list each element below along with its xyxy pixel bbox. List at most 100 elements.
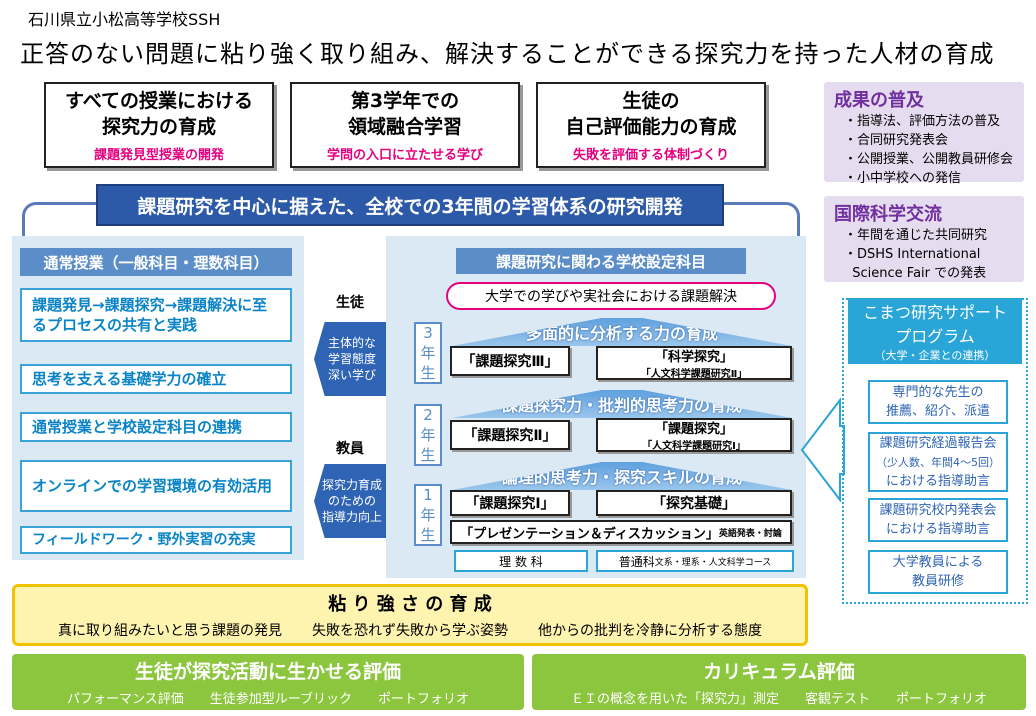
side-box-1-item-4: ・小中学校への発信 — [844, 171, 962, 186]
grade-3-label: 3 年 生 — [414, 322, 442, 384]
student-chevron-line2: 学習態度 — [327, 352, 376, 366]
side-box-1-title: 成果の普及 — [834, 90, 924, 111]
goal-1-sub: 課題発見型授業の開発 — [93, 147, 224, 163]
student-eval-items: パフォーマンス評価 生徒参加型ルーブリック ポートフォリオ — [67, 692, 469, 707]
teacher-chevron-line3: 指導力向上 — [321, 510, 382, 524]
side-box-2-item-2: ・DSHS International — [844, 247, 981, 262]
student-chevron-line3: 深い学び — [327, 368, 376, 382]
grade-3-right-sub: 「人文科学課題研究Ⅱ」 — [640, 369, 748, 380]
course-science: 理 数 科 — [454, 550, 588, 572]
side-box-1-item-2: ・合同研究発表会 — [844, 133, 949, 148]
left-item-1: 課題発見→課題探究→課題解決に至るプロセスの共有と実践 — [20, 288, 292, 342]
support-title-2: プログラム — [895, 327, 975, 346]
support-item-1: 専門的な先生の 推薦、紹介、派遣 — [868, 380, 1008, 424]
center-banner: 課題研究を中心に据えた、全校での3年間の学習体系の研究開発 — [96, 184, 724, 226]
goal-3-line1: 生徒の — [622, 89, 680, 112]
grade-2-right-main: 「課題探究」 — [654, 422, 733, 437]
left-item-5: フィールドワーク・野外実習の充実 — [20, 526, 292, 554]
grade-2-left-box: 「課題探究Ⅱ」 — [450, 420, 570, 450]
support-item-2-line3: における指導助言 — [885, 473, 990, 489]
grade-2-sei: 生 — [420, 446, 436, 464]
left-arrow-icon — [800, 398, 845, 502]
support-item-1-line2: 推薦、紹介、派遣 — [885, 404, 990, 419]
grade-2-right-box: 「課題探究」 「人文科学課題研究Ⅰ」 — [596, 418, 792, 452]
curriculum-eval-items: ＥＩの概念を用いた「探究力」測定 客観テスト ポートフォリオ — [570, 692, 987, 707]
curriculum-eval-title: カリキュラム評価 — [703, 661, 855, 683]
student-chevron: 主体的な 学習態度 深い学び — [314, 322, 390, 396]
perseverance-box: 粘 り 強 さ の 育 成 真に取り組みたいと思う課題の発見 失敗を恐れず失敗か… — [12, 584, 808, 646]
support-item-4: 大学教員による 教員研修 — [868, 550, 1008, 594]
grade-3-left-box: 「課題探究Ⅲ」 — [450, 346, 570, 376]
grade-3-right-main: 「科学探究」 — [654, 350, 733, 365]
side-box-1-item-3: ・公開授業、公開教員研修会 — [844, 152, 1014, 167]
goal-oval: 大学での学びや実社会における課題解決 — [446, 282, 776, 310]
support-item-1-line1: 専門的な先生の — [892, 385, 984, 400]
side-box-2-item-1: ・年間を通じた共同研究 — [844, 228, 988, 243]
grade-1-left-box: 「課題探究Ⅰ」 — [450, 490, 570, 516]
side-box-dissemination: 成果の普及 ・指導法、評価方法の普及 ・合同研究発表会 ・公開授業、公開教員研修… — [824, 82, 1024, 186]
support-item-3-line2: における指導助言 — [885, 522, 990, 537]
side-box-2-title: 国際科学交流 — [834, 204, 942, 225]
teacher-chevron: 探究力育成 のための 指導力向上 — [314, 464, 390, 538]
support-subtitle: （大学・企業との連携） — [874, 349, 996, 362]
grade-1-sei: 生 — [420, 526, 436, 544]
support-item-3: 課題研究校内発表会 における指導助言 — [868, 498, 1008, 542]
side-box-1-item-1: ・指導法、評価方法の普及 — [844, 114, 1001, 129]
student-evaluation-box: 生徒が探究活動に生かせる評価 パフォーマンス評価 生徒参加型ルーブリック ポート… — [12, 654, 524, 710]
grade-2-num: 2 — [423, 406, 433, 424]
grade-1-label: 1 年 生 — [414, 484, 442, 546]
support-title-1: こまつ研究サポート — [862, 303, 1007, 322]
course-general: 普通科 文系・理系・人文科学コース — [596, 550, 794, 572]
teacher-label: 教員 — [336, 441, 364, 457]
goal-2-line1: 第3学年での — [350, 89, 460, 112]
student-label: 生徒 — [336, 295, 364, 311]
left-item-3: 通常授業と学校設定科目の連携 — [20, 412, 292, 442]
perseverance-item-3: 他からの批判を冷静に分析する態度 — [538, 623, 762, 639]
grade-1-num: 1 — [423, 486, 433, 504]
student-eval-title: 生徒が探究活動に生かせる評価 — [134, 661, 401, 683]
left-item-4: オンラインでの学習環境の有効活用 — [20, 460, 292, 512]
grade-3-sei: 生 — [420, 364, 436, 382]
grade-1-bottom-sub: 英語発表・討論 — [718, 528, 782, 539]
goal-3-sub: 失敗を評価する体制づくり — [572, 147, 729, 163]
grade-2-nen: 年 — [420, 426, 436, 444]
goal-box-3: 生徒の 自己評価能力の育成 失敗を評価する体制づくり — [536, 82, 766, 168]
grade-2-label: 2 年 生 — [414, 404, 442, 466]
goal-1-line1: すべての授業における — [65, 89, 253, 112]
student-chevron-line1: 主体的な — [327, 336, 376, 350]
support-item-2-line2: （少人数、年間4～5回） — [876, 455, 1000, 469]
grade-2-right-sub: 「人文科学課題研究Ⅰ」 — [642, 441, 746, 452]
grade-1-nen: 年 — [420, 506, 436, 524]
goal-1-line2: 探究力の育成 — [101, 115, 216, 138]
support-item-4-line2: 教員研修 — [911, 574, 964, 589]
side-box-international: 国際科学交流 ・年間を通じた共同研究 ・DSHS International S… — [824, 196, 1024, 282]
support-program-header: こまつ研究サポート プログラム （大学・企業との連携） — [848, 298, 1022, 364]
side-box-2-item-3: Science Fair での発表 — [844, 266, 987, 281]
goal-box-2: 第3学年での 領域融合学習 学問の入口に立たせる学び — [290, 82, 520, 168]
support-item-3-line1: 課題研究校内発表会 — [879, 503, 997, 518]
goal-2-sub: 学問の入口に立たせる学び — [326, 147, 483, 163]
perseverance-item-1: 真に取り組みたいと思う課題の発見 — [58, 623, 282, 639]
grade-3-right-box: 「科学探究」 「人文科学課題研究Ⅱ」 — [596, 346, 792, 380]
grade-1-bottom-box: 「プレゼンテーション＆ディスカッション」 英語発表・討論 — [450, 520, 792, 544]
teacher-chevron-line1: 探究力育成 — [321, 478, 382, 492]
grade-3-num: 3 — [423, 324, 433, 342]
goal-3-line2: 自己評価能力の育成 — [565, 115, 737, 138]
grade-3-nen: 年 — [420, 344, 436, 362]
grade-1-right-box: 「探究基礎」 — [596, 490, 792, 516]
perseverance-item-2: 失敗を恐れず失敗から学ぶ姿勢 — [312, 623, 508, 639]
subjects-header: 課題研究に関わる学校設定科目 — [456, 248, 746, 274]
goal-box-1: すべての授業における 探究力の育成 課題発見型授業の開発 — [44, 82, 274, 168]
left-item-2: 思考を支える基礎学力の確立 — [20, 364, 292, 394]
support-item-2-line1: 課題研究経過報告会 — [879, 435, 997, 451]
support-item-4-line1: 大学教員による — [892, 555, 984, 570]
grade-1-bottom-main: 「プレゼンテーション＆ディスカッション」 — [460, 526, 719, 542]
page-title: 正答のない問題に粘り強く取り組み、解決することができる探究力を持った人材の育成 — [20, 40, 995, 68]
support-item-2: 課題研究経過報告会 （少人数、年間4～5回） における指導助言 — [868, 432, 1008, 492]
course-general-sub: 文系・理系・人文科学コース — [654, 557, 772, 568]
curriculum-evaluation-box: カリキュラム評価 ＥＩの概念を用いた「探究力」測定 客観テスト ポートフォリオ — [532, 654, 1026, 710]
course-general-main: 普通科 — [618, 554, 655, 569]
perseverance-title: 粘 り 強 さ の 育 成 — [328, 594, 492, 615]
left-panel-header: 通常授業（一般科目・理数科目） — [20, 248, 292, 276]
goal-2-line2: 領域融合学習 — [347, 115, 462, 138]
